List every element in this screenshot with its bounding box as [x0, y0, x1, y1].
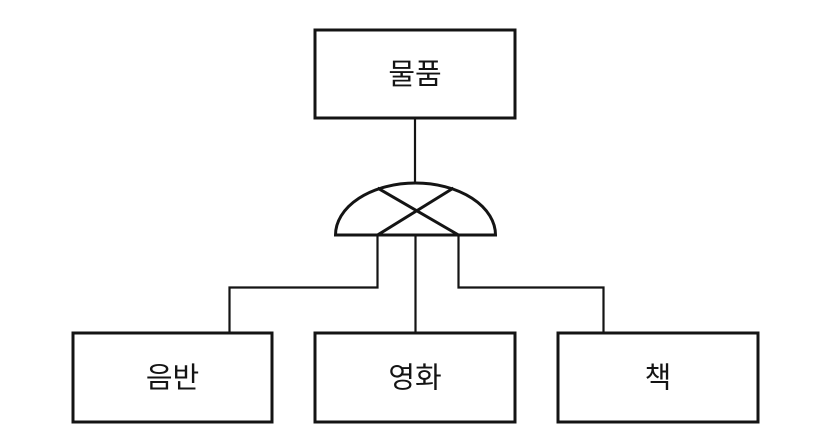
parent-node-box: [313, 28, 517, 120]
child-node: 음반: [71, 331, 274, 424]
xor-semicircle-icon: [333, 181, 498, 237]
cross-line-right: [376, 186, 455, 237]
child-node: 영화: [313, 331, 517, 424]
child-node-box: [313, 331, 517, 424]
child-connector-line-left: [228, 235, 379, 333]
child-node-box: [71, 331, 274, 424]
child-node-label: 영화: [388, 363, 441, 395]
child-node-label: 책: [645, 363, 672, 395]
child-node-box: [556, 331, 760, 424]
child-node-label: 음반: [146, 363, 199, 395]
child-connector-line-right: [457, 235, 605, 333]
parent-node-label: 물품: [388, 59, 441, 91]
child-node: 책: [556, 331, 760, 424]
